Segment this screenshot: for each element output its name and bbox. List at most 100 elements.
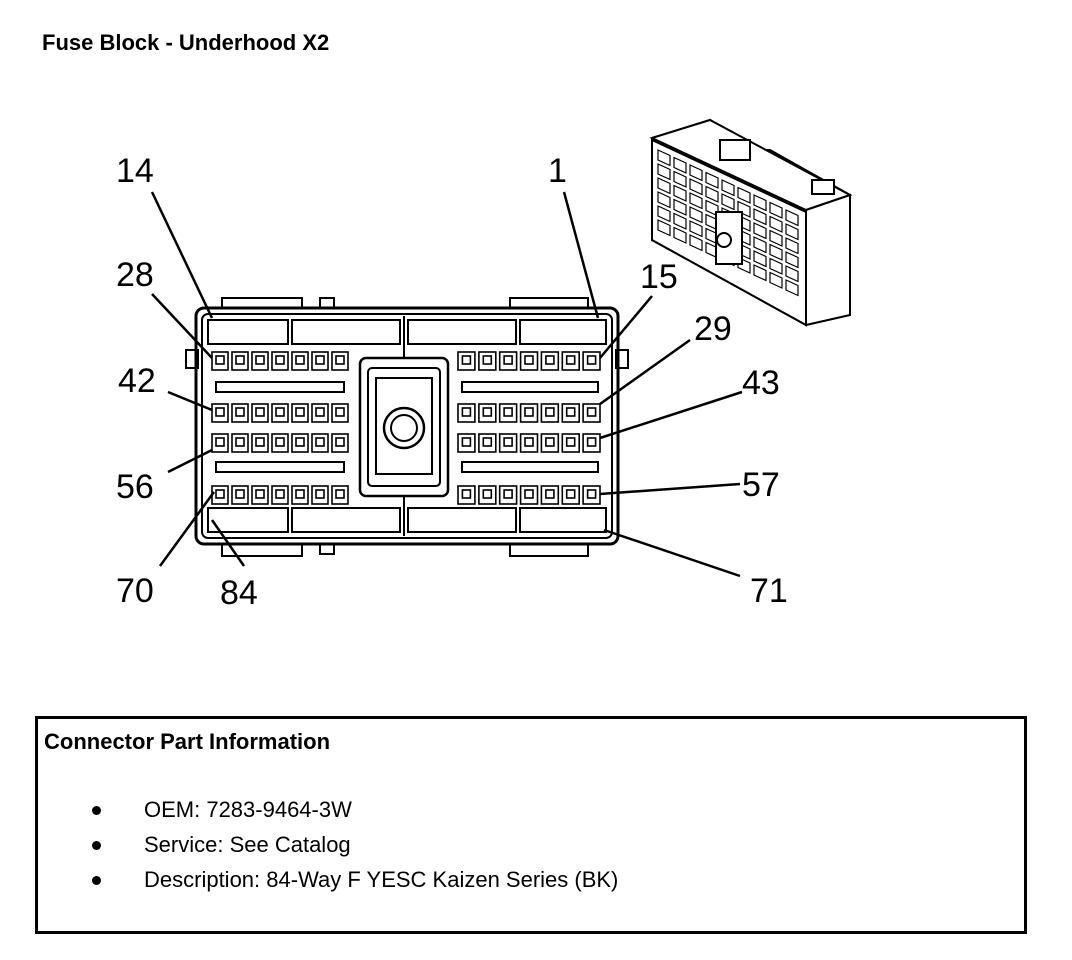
cavity	[251, 351, 269, 371]
cavity-terminal	[461, 437, 472, 447]
iso-cavity	[785, 223, 799, 241]
cavity-terminal	[524, 437, 534, 447]
cavity-terminal	[215, 407, 225, 417]
cavity-terminal	[275, 355, 285, 365]
iso-cavity	[769, 257, 783, 275]
pin-label-56: 56	[116, 468, 154, 506]
cavity	[291, 433, 309, 453]
connector-part-information-box: Connector Part Information OEM: 7283-946…	[35, 716, 1027, 934]
iso-cavity	[689, 178, 703, 196]
cavity-terminal	[503, 437, 513, 447]
connector-3d-illustration	[649, 118, 853, 327]
cavity	[331, 433, 349, 453]
pin-label-84: 84	[220, 574, 258, 612]
cavity-terminal	[545, 489, 555, 499]
iso-cavity	[689, 220, 703, 238]
cavity	[291, 351, 309, 371]
cavity-terminal	[315, 407, 325, 417]
pin-label-1: 1	[548, 152, 567, 190]
cavity	[519, 351, 539, 371]
iso-cavity	[785, 209, 799, 227]
cavity-terminal	[235, 355, 245, 365]
cavity-terminal	[275, 437, 285, 447]
iso-cavity	[673, 170, 687, 188]
cavity-terminal	[482, 437, 493, 447]
cavity-terminal	[295, 489, 305, 499]
cavity-terminal	[315, 489, 325, 499]
iso-cavity	[657, 219, 671, 237]
pin-label-28: 28	[116, 256, 154, 294]
cavity	[231, 403, 249, 423]
diagram-title: Fuse Block - Underhood X2	[42, 30, 330, 55]
iso-cavity	[673, 212, 687, 230]
iso-cavity	[673, 226, 687, 244]
cavity-terminal	[335, 489, 345, 499]
cavity	[498, 485, 518, 505]
pin-label-14: 14	[116, 152, 154, 190]
cavity	[457, 351, 476, 371]
iso-cavity	[753, 250, 767, 268]
cavity-terminal	[586, 355, 597, 365]
cavity	[331, 403, 349, 423]
cavity-terminal	[215, 355, 225, 365]
cavity	[582, 351, 601, 371]
cavity	[211, 403, 229, 423]
iso-cavity	[737, 186, 751, 204]
pin-label-15: 15	[640, 258, 678, 296]
leader-lines	[150, 191, 743, 578]
cavity	[251, 403, 269, 423]
info-item-text: Service: See Catalog	[144, 832, 351, 857]
cavity	[311, 433, 329, 453]
iso-cavity	[753, 264, 767, 282]
cavity	[271, 485, 289, 505]
pin-label-43: 43	[742, 364, 780, 402]
cavity	[457, 485, 476, 505]
cavity	[311, 403, 329, 423]
iso-cavity	[769, 201, 783, 219]
cavity-terminal	[295, 407, 305, 417]
iso-cavity	[657, 163, 671, 181]
cavity	[331, 351, 349, 371]
cavity-terminal	[295, 437, 305, 447]
cavity	[271, 403, 289, 423]
cavity-terminal	[586, 489, 597, 499]
cavity-terminal	[235, 407, 245, 417]
cavity	[540, 485, 560, 505]
cavity-terminal	[503, 489, 513, 499]
cavity-terminal	[335, 355, 345, 365]
iso-cavity	[689, 192, 703, 210]
cavity	[231, 351, 249, 371]
iso-cavity	[721, 179, 735, 197]
cavity-terminal	[482, 407, 493, 417]
cavity	[251, 433, 269, 453]
iso-cavity	[769, 243, 783, 261]
iso-cavity	[753, 194, 767, 212]
iso-cavity	[785, 265, 799, 283]
cavity	[291, 485, 309, 505]
cavity	[231, 433, 249, 453]
connector-diagram: 14 1 28 15 29 42 43 56 57 70 84 71	[116, 118, 853, 612]
iso-cavity	[769, 215, 783, 233]
cavity-terminal	[586, 437, 597, 447]
pin-label-57: 57	[742, 466, 780, 504]
iso-cavity	[689, 164, 703, 182]
cavity	[231, 485, 249, 505]
info-heading: Connector Part Information	[44, 729, 331, 754]
cavity	[478, 351, 497, 371]
cavity	[540, 351, 560, 371]
cavity-terminal	[315, 437, 325, 447]
cavity	[498, 433, 518, 453]
iso-cavity	[673, 184, 687, 202]
cavity-terminal	[565, 437, 576, 447]
cavity-terminal	[335, 437, 345, 447]
iso-cavity	[673, 156, 687, 174]
connector-face	[185, 297, 629, 557]
iso-cavity	[657, 149, 671, 167]
pin-label-71: 71	[750, 572, 788, 610]
pin-label-29: 29	[694, 310, 732, 348]
info-list: OEM: 7283-9464-3W Service: See Catalog D…	[92, 797, 618, 902]
cavity	[251, 485, 269, 505]
cavity-terminal	[255, 407, 265, 417]
bullet-icon	[92, 806, 101, 815]
info-item-text: Description: 84-Way F YESC Kaizen Series…	[144, 867, 619, 892]
